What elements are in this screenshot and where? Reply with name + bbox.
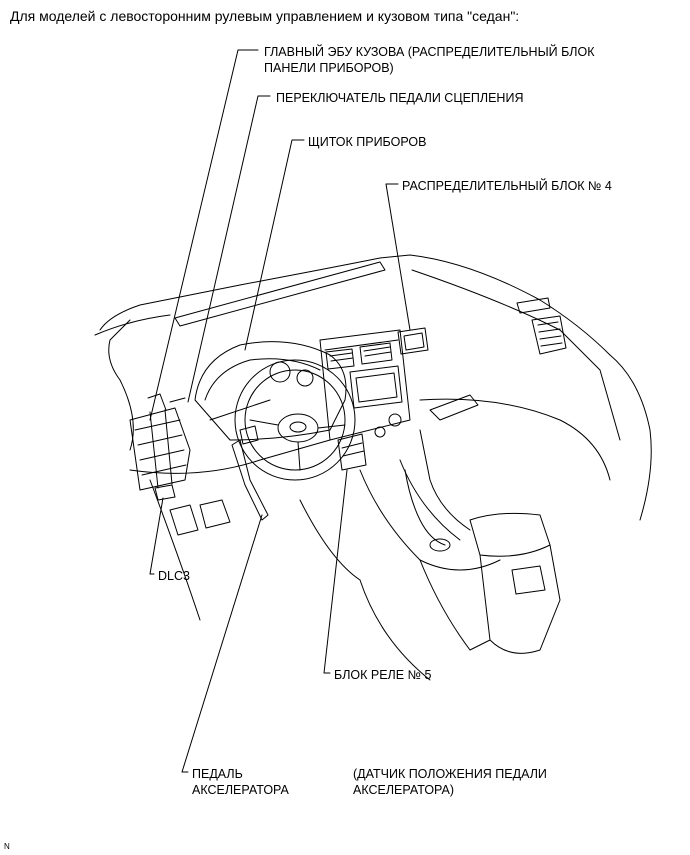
dlc3-connector-drawing [154,484,176,501]
callout-main-body-ecu: ГЛАВНЫЙ ЭБУ КУЗОВА (РАСПРЕДЕЛИТЕЛЬНЫЙ БЛ… [264,45,595,75]
callout-junction-block-4: РАСПРЕДЕЛИТЕЛЬНЫЙ БЛОК № 4 [402,179,612,193]
footnote-mark: N [4,842,10,851]
main-body-ecu-drawing [129,393,191,491]
steering-wheel-drawing [234,359,356,481]
callout-clutch-switch: ПЕРЕКЛЮЧАТЕЛЬ ПЕДАЛИ СЦЕПЛЕНИЯ [276,91,524,105]
junction-block-4-drawing [397,327,429,355]
callout-dlc3: DLC3 [158,569,190,583]
callout-pedal-sensor: (ДАТЧИК ПОЛОЖЕНИЯ ПЕДАЛИ АКСЕЛЕРАТОРА) [353,767,547,797]
accelerator-pedal-drawing [231,425,269,521]
callout-relay-block-5: БЛОК РЕЛЕ № 5 [334,668,432,682]
callout-instrument-cluster: ЩИТОК ПРИБОРОВ [308,135,427,149]
diagram-title: Для моделей с левосторонним рулевым упра… [10,8,520,24]
instrument-cluster-drawing [194,341,347,441]
callout-accelerator-pedal: ПЕДАЛЬ АКСЕЛЕРАТОРА [192,767,289,797]
relay-block-5-drawing [337,433,367,471]
leader-lines [149,49,411,773]
dashboard-lineart [94,254,652,681]
